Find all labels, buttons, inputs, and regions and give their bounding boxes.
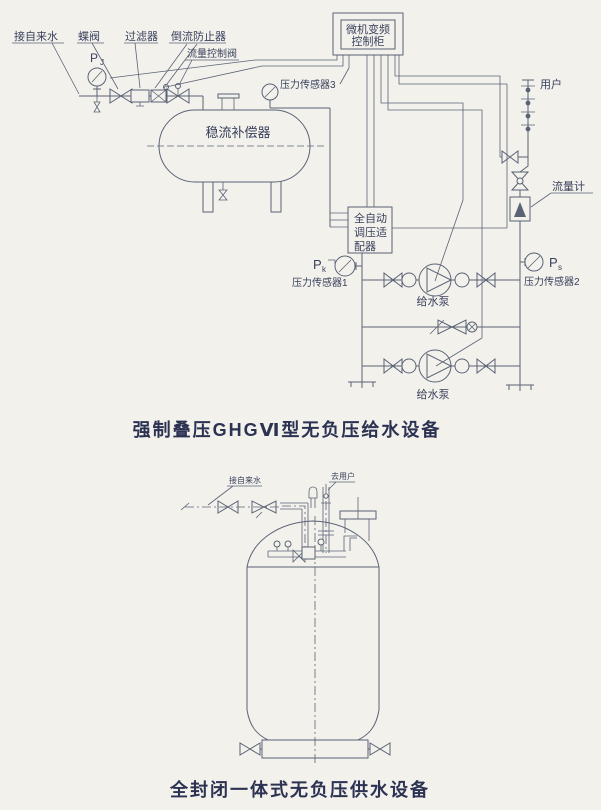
pump-lower-label: 给水泵 <box>417 388 450 401</box>
flow-meter-icon: 流量计 <box>509 179 593 222</box>
regulator-label-line3: 配器 <box>354 240 376 253</box>
isolation-valve-icons-upper <box>383 271 496 289</box>
pk-gauge-icon: P k 压力传感器1 <box>292 255 362 289</box>
pj-gauge-icon: P J <box>87 51 107 113</box>
surge-tank: 稳流补偿器 <box>147 93 325 213</box>
base-valve-left-icon <box>239 742 262 756</box>
middle-bypass <box>362 319 520 335</box>
ground-symbol-left <box>348 381 376 388</box>
top-diagram: P J 接自来水 蝶阀 <box>12 12 593 440</box>
pj-gauge-label: P <box>90 51 98 65</box>
pressure-sensor1-label: 压力传感器1 <box>292 276 348 289</box>
regulator-box: 全自动 调压适 配器 <box>330 206 393 254</box>
bottom-inlet-line: 接自来水 <box>180 475 309 549</box>
pump-upper-label: 给水泵 <box>417 295 450 308</box>
svg-text:流量控制阀: 流量控制阀 <box>187 47 237 60</box>
pump-icon-lower <box>418 349 453 383</box>
tank-flange-icon <box>217 93 240 110</box>
backflow-preventer-label: 倒流防止器 <box>154 29 226 89</box>
to-users-label: 去用户 <box>327 471 355 491</box>
user-tap-icons <box>521 85 535 132</box>
filter-label: 过滤器 <box>124 30 158 89</box>
svg-text:接自来水: 接自来水 <box>14 30 58 43</box>
bottom-caption: 全封闭一体式无负压供水设备 <box>169 779 430 800</box>
base-valve-right-icon <box>368 742 391 756</box>
vent-pipe-icon <box>308 486 318 508</box>
pressure-sensor2-label: 压力传感器2 <box>524 275 580 288</box>
users-riser: 用户 <box>521 77 562 157</box>
tank-drain-icon <box>218 182 228 201</box>
isolation-valve-icons-lower <box>383 357 496 375</box>
svg-text:蝶阀: 蝶阀 <box>78 29 100 43</box>
regulator-label-line2: 调压适 <box>354 226 387 239</box>
users-label: 用户 <box>540 77 562 91</box>
svg-text:接自来水: 接自来水 <box>229 475 261 485</box>
upper-bypass-valve-icon <box>501 150 528 164</box>
discharge-pipe <box>506 221 534 391</box>
butterfly-valve-label: 蝶阀 <box>77 29 119 90</box>
svg-text:倒流防止器: 倒流防止器 <box>171 29 226 43</box>
tank-label: 稳流补偿器 <box>205 125 270 140</box>
control-cabinet: 微机变频 控制柜 <box>332 12 404 56</box>
ps-gauge-sub: s <box>558 263 562 272</box>
pump-row-lower: 给水泵 <box>362 349 520 401</box>
backflow-preventer-icon <box>150 84 169 103</box>
ps-gauge-label: P <box>549 255 558 270</box>
ps-gauge-icon: P s 压力传感器2 <box>520 252 580 288</box>
svg-text:过滤器: 过滤器 <box>125 30 158 43</box>
pk-gauge-label: P <box>313 257 322 272</box>
pj-gauge-sub: J <box>100 58 104 67</box>
top-caption: 强制叠压GHGⅥ型无负压给水设备 <box>133 419 442 440</box>
bottom-outlet-line: 去用户 <box>318 471 355 553</box>
suction-pipe <box>270 107 376 388</box>
prv-icon <box>510 157 530 197</box>
regulator-label-line1: 全自动 <box>354 211 387 225</box>
pk-gauge-sub: k <box>322 265 327 274</box>
svg-text:去用户: 去用户 <box>331 471 355 481</box>
flow-control-valve-label: 流量控制阀 <box>178 47 239 86</box>
bottom-inlet-label: 接自来水 <box>207 475 262 506</box>
control-wires <box>109 55 508 367</box>
cabinet-label-line1: 微机变频 <box>346 22 390 36</box>
bottom-diagram: 接自来水 去用户 <box>169 471 430 800</box>
inner-piping <box>267 535 357 563</box>
ground-symbol-right <box>506 384 534 391</box>
service-platform <box>339 497 377 541</box>
filter-icon <box>130 89 150 107</box>
pressure-sensor3-gauge-icon: 压力传感器3 <box>261 67 350 108</box>
inlet-label: 接自来水 <box>12 30 80 95</box>
flow-meter-label: 流量计 <box>552 179 585 193</box>
cabinet-label-line2: 控制柜 <box>352 34 385 48</box>
pump-row-upper: 给水泵 <box>362 263 520 308</box>
vessel-shell <box>246 516 380 764</box>
pressure-sensor3-label: 压力传感器3 <box>280 78 336 91</box>
